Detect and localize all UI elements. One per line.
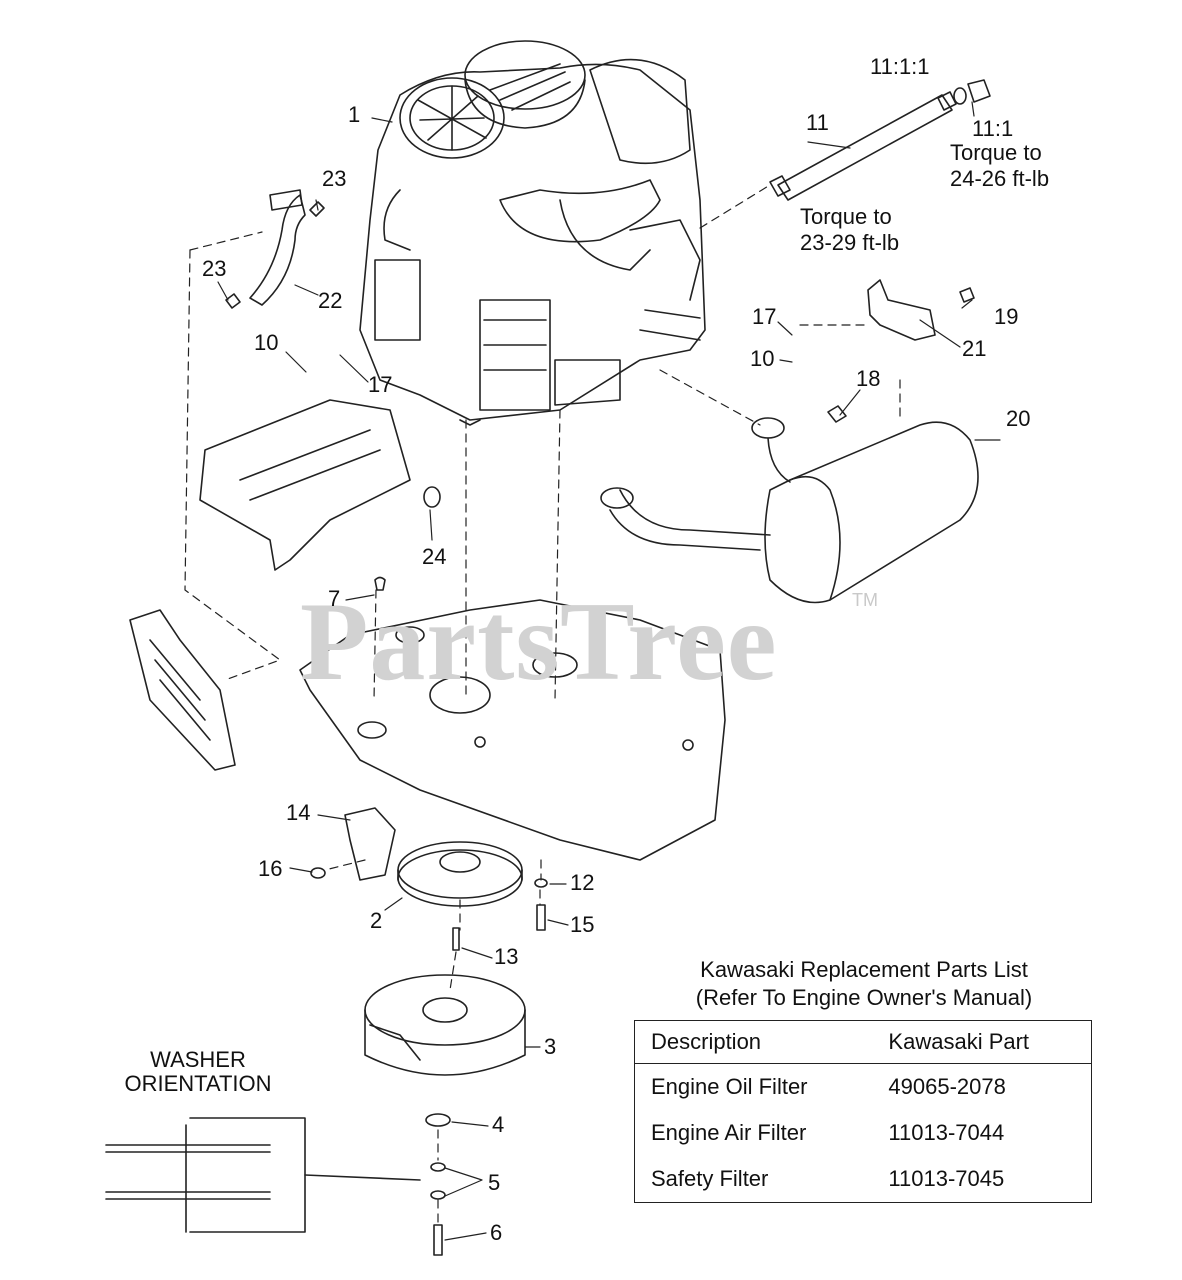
callout-22: 22 <box>318 288 343 313</box>
callout-6: 6 <box>490 1220 503 1245</box>
torque-note-fitting: Torque to 23-29 ft-lb <box>800 204 900 255</box>
table-row: Safety Filter 11013-7045 <box>635 1156 1092 1203</box>
leader-lines <box>217 101 1001 1241</box>
callout-24: 24 <box>422 544 447 569</box>
clutch-drawing <box>364 974 526 1256</box>
callout-21: 21 <box>962 336 987 361</box>
callout-5: 5 <box>488 1170 501 1195</box>
callout-17-a: 17 <box>368 372 393 397</box>
table-row: Engine Oil Filter 49065-2078 <box>635 1064 1092 1111</box>
callout-13: 13 <box>494 944 519 969</box>
callout-11-1: 11:1 <box>972 116 1014 141</box>
row-part-number: 11013-7045 <box>888 1166 1005 1191</box>
row-description: Engine Air Filter <box>651 1120 807 1145</box>
callout-12: 12 <box>570 870 595 895</box>
washer-orientation-title: WASHER ORIENTATION <box>124 1047 272 1096</box>
callout-4: 4 <box>492 1112 505 1137</box>
callout-3: 3 <box>544 1034 557 1059</box>
callout-16: 16 <box>258 856 283 881</box>
callout-10-b: 10 <box>750 346 775 371</box>
watermark: PartsTree <box>300 580 778 704</box>
muffler-drawing <box>600 279 979 604</box>
header-description: Description <box>634 1020 879 1064</box>
header-part: Kawasaki Part <box>878 1020 1092 1064</box>
parts-list-title: Kawasaki Replacement Parts List (Refer T… <box>695 957 1033 1010</box>
callout-14: 14 <box>286 800 311 825</box>
frame-plate-drawing <box>299 599 726 861</box>
row-part-number: 11013-7044 <box>888 1120 1005 1145</box>
fuel-hose-drawing <box>225 189 325 309</box>
engine-drawing <box>359 40 706 426</box>
callout-1: 1 <box>348 102 361 127</box>
callout-7: 7 <box>328 586 341 611</box>
side-panel-drawing <box>129 609 236 771</box>
trademark-symbol: TM <box>852 590 878 610</box>
assembly-lines <box>184 184 901 1226</box>
table-header-row: Description Kawasaki Part <box>634 1020 1092 1064</box>
callout-11-1-1: 11:1:1 <box>870 54 930 79</box>
torque-note-11: Torque to 24-26 ft-lb <box>950 140 1050 191</box>
table-row: Engine Air Filter 11013-7044 <box>635 1110 1092 1156</box>
callout-10-a: 10 <box>254 330 279 355</box>
callout-20: 20 <box>1006 406 1031 431</box>
callout-15: 15 <box>570 912 595 937</box>
row-description: Engine Oil Filter <box>651 1074 808 1099</box>
row-description: Safety Filter <box>651 1166 769 1191</box>
row-part-number: 49065-2078 <box>888 1074 1006 1099</box>
shield-bracket-drawing <box>199 399 441 571</box>
callout-17-b: 17 <box>752 304 777 329</box>
callout-18: 18 <box>856 366 881 391</box>
callout-11: 11 <box>806 110 829 135</box>
callout-2: 2 <box>370 908 383 933</box>
oil-line-drawing <box>769 79 991 201</box>
washer-orientation-drawing <box>105 1117 421 1233</box>
callout-23-b: 23 <box>202 256 227 281</box>
parts-list-table: Description Kawasaki Part Engine Oil Fil… <box>634 1020 1092 1203</box>
callout-23-a: 23 <box>322 166 347 191</box>
callout-19: 19 <box>994 304 1019 329</box>
